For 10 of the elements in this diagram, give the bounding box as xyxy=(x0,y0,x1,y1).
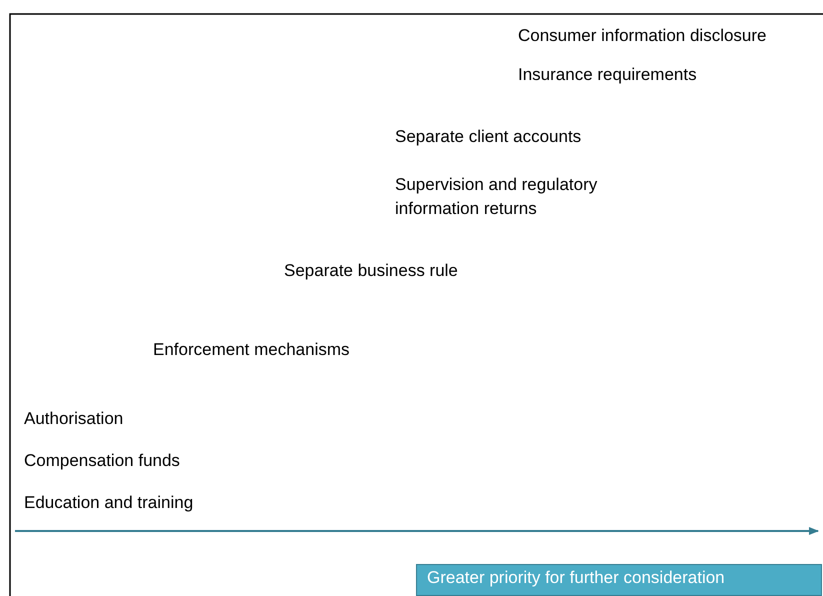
list-item-text: Education and training xyxy=(24,492,194,514)
list-item-text: Enforcement mechanisms xyxy=(153,339,350,361)
list-item-text: Supervision and regulatory information returns xyxy=(395,174,598,220)
priority-box: Greater priority for further consideration xyxy=(416,564,822,596)
list-item-text: Separate client accounts xyxy=(395,126,582,148)
list-item-text: Consumer information disclosure xyxy=(518,25,766,47)
list-item-text: Authorisation xyxy=(24,408,124,430)
list-item-text: Insurance requirements xyxy=(518,64,697,86)
list-item-text: Compensation funds xyxy=(24,450,180,472)
list-item-text: Separate business rule xyxy=(284,260,458,282)
